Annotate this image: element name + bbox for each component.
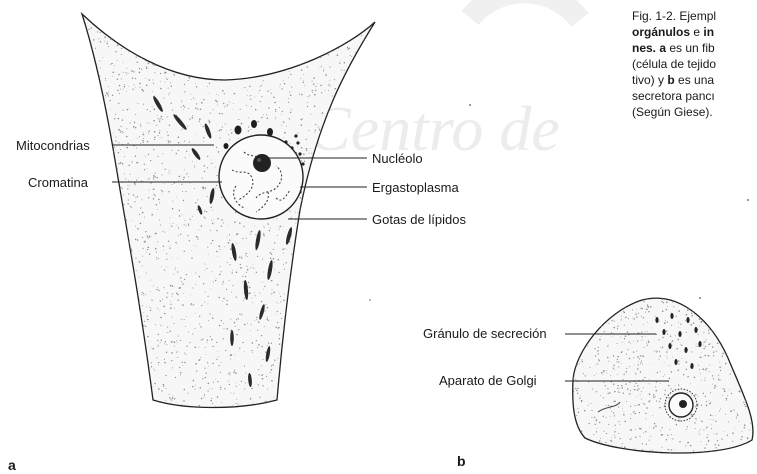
caption-line: secretora pancı <box>632 88 757 104</box>
panel-label-a: a <box>8 457 16 473</box>
label-ergastoplasma: Ergastoplasma <box>372 180 459 195</box>
secretion-granule <box>678 331 681 337</box>
lipid-droplet <box>251 120 257 128</box>
lipid-droplet <box>224 143 229 149</box>
cell-b-membrane <box>573 298 753 453</box>
caption-line: Fig. 1-2. Ejempl <box>632 8 757 24</box>
caption-line: tivo) y b es una <box>632 72 757 88</box>
secretion-granule <box>690 363 693 369</box>
secretion-granule <box>668 343 671 349</box>
label-nucleolo: Nucléolo <box>372 151 423 166</box>
nucleolus <box>253 154 271 172</box>
cell-a-fibroblast <box>79 13 380 410</box>
cell-b-secretory <box>569 291 757 460</box>
mitochondrion <box>230 330 234 346</box>
secretion-granule <box>698 341 701 347</box>
watermark-text: Centro de <box>308 93 560 164</box>
secretion-granule <box>686 317 689 323</box>
nucleolus-b <box>679 400 687 408</box>
label-aparato-de-golgi: Aparato de Golgi <box>439 373 537 388</box>
label-mitocondrias: Mitocondrias <box>16 138 90 153</box>
figure-caption: Fig. 1-2. Ejempl orgánulos e in nes. a e… <box>632 8 757 120</box>
watermark-logo-arc <box>470 0 580 20</box>
label-granulo-de-secrecion: Gránulo de secreción <box>423 326 547 341</box>
caption-line: (célula de tejido <box>632 56 757 72</box>
cell-a-membrane <box>82 14 375 408</box>
nucleus <box>219 135 303 219</box>
panel-label-b: b <box>457 453 466 469</box>
secretion-granule <box>674 359 677 365</box>
secretion-granule <box>662 329 665 335</box>
label-gotas-de-lipidos: Gotas de lípidos <box>372 212 466 227</box>
label-cromatina: Cromatina <box>28 175 89 190</box>
caption-line: orgánulos e in <box>632 24 757 40</box>
lipid-droplet <box>267 128 273 136</box>
secretion-granule <box>694 327 697 333</box>
secretion-granule <box>655 317 658 323</box>
lipid-droplet <box>235 126 242 135</box>
nuclear-envelope <box>219 135 303 219</box>
caption-line: nes. a es un fib <box>632 40 757 56</box>
caption-line: (Según Giese). <box>632 104 757 120</box>
secretion-granule <box>670 313 673 319</box>
secretion-granule <box>684 347 687 353</box>
